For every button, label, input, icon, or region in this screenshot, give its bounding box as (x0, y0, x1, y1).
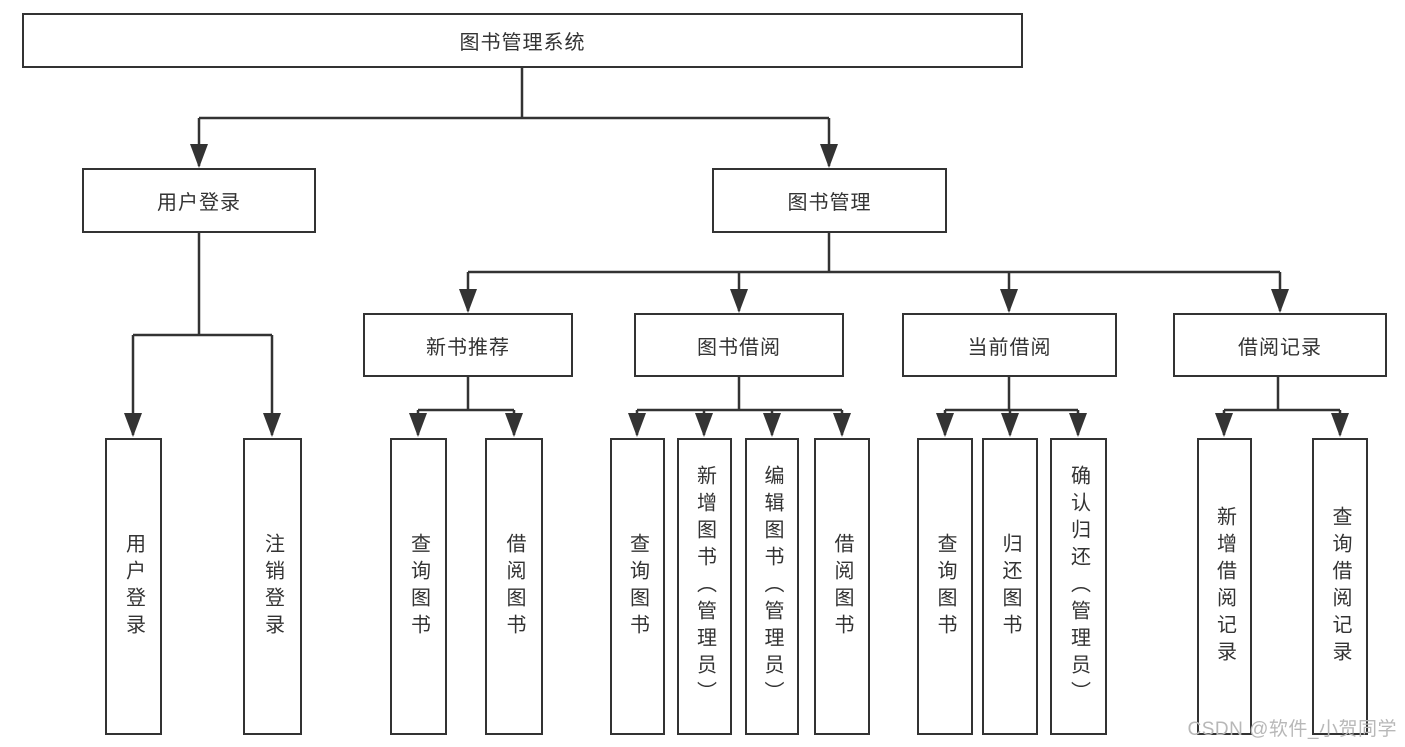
leaf-borrow-books-borrowing: 借阅图书 (814, 438, 870, 735)
leaf-query-books-current: 查询图书 (917, 438, 973, 735)
leaf-return-books: 归还图书 (982, 438, 1038, 735)
node-new-book-recommend: 新书推荐 (363, 313, 573, 377)
connector-edges (131, 68, 1342, 435)
leaf-query-books-recommend: 查询图书 (390, 438, 447, 735)
leaf-query-books-borrowing: 查询图书 (610, 438, 665, 735)
node-book-borrowing: 图书借阅 (634, 313, 844, 377)
leaf-add-books-admin: 新增图书（管理员） (677, 438, 732, 735)
node-user-login-branch: 用户登录 (82, 168, 316, 233)
leaf-confirm-return-admin: 确认归还（管理员） (1050, 438, 1107, 735)
node-root-system: 图书管理系统 (22, 13, 1023, 68)
node-current-borrowing: 当前借阅 (902, 313, 1117, 377)
node-borrowing-records: 借阅记录 (1173, 313, 1387, 377)
leaf-borrow-books-recommend: 借阅图书 (485, 438, 543, 735)
leaf-edit-books-admin: 编辑图书（管理员） (745, 438, 799, 735)
leaf-query-borrow-record: 查询借阅记录 (1312, 438, 1368, 735)
csdn-watermark: CSDN @软件_小贺同学 (1187, 719, 1397, 740)
leaf-logout: 注销登录 (243, 438, 302, 735)
node-book-management-branch: 图书管理 (712, 168, 947, 233)
leaf-user-login: 用户登录 (105, 438, 162, 735)
leaf-add-borrow-record: 新增借阅记录 (1197, 438, 1252, 735)
